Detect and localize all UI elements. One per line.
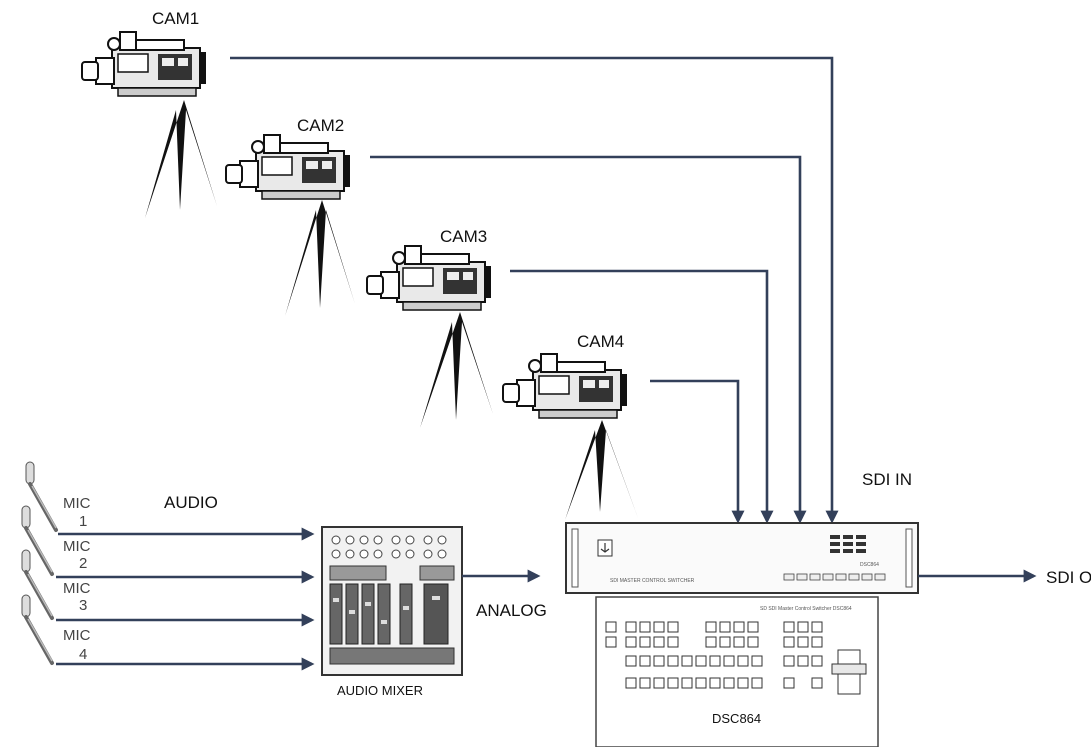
camera-video-wires	[230, 56, 839, 524]
camera-3: CAM3	[366, 227, 493, 428]
audio-label: AUDIO	[164, 493, 218, 512]
mic-number: 4	[79, 646, 87, 663]
switcher-front-text: SDI MASTER CONTROL SWITCHER	[610, 578, 695, 584]
camera-2: CAM2	[225, 116, 355, 316]
switcher-model-badge: DSC864	[860, 562, 879, 568]
mic-2: MIC 2	[20, 504, 315, 584]
camera-icon	[225, 134, 351, 200]
tripod-icon	[565, 420, 638, 520]
camera-icon	[502, 353, 628, 419]
camera-label: CAM1	[152, 9, 199, 28]
t-bar-handle	[831, 663, 867, 675]
camera-4: CAM4	[502, 332, 638, 520]
audio-mixer-label: AUDIO MIXER	[337, 683, 423, 698]
mic-label: MIC	[63, 495, 91, 512]
mic-3: MIC 3	[20, 548, 315, 627]
mic-number: 2	[79, 555, 87, 572]
camera-icon	[81, 31, 207, 97]
microphone-icon	[20, 593, 54, 665]
power-icon	[600, 543, 610, 553]
camera-label: CAM2	[297, 116, 344, 135]
cam1-wire	[230, 56, 839, 524]
switcher-control-panel: SD SDI Master Control Switcher DSC864 DS…	[595, 596, 879, 747]
mic-label: MIC	[63, 627, 91, 644]
sdi-in-label: SDI IN	[862, 470, 912, 489]
tripod-icon	[145, 100, 217, 218]
cam3-wire	[510, 269, 774, 524]
mic-number: 1	[79, 513, 87, 530]
camera-label: CAM3	[440, 227, 487, 246]
mic-4: MIC 4	[20, 593, 315, 671]
camera-1: CAM1	[81, 9, 217, 218]
control-panel-label: DSC864	[712, 711, 761, 726]
switcher-front	[565, 522, 919, 594]
tripod-icon	[285, 200, 355, 316]
sdi-master-switcher: SDI MASTER CONTROL SWITCHER DSC864	[565, 522, 919, 594]
mic-label: MIC	[63, 538, 91, 555]
analog-label: ANALOG	[476, 601, 547, 620]
control-panel-title: SD SDI Master Control Switcher DSC864	[760, 606, 852, 612]
mic-1: MIC 1	[24, 460, 315, 541]
mic-label: MIC	[63, 580, 91, 597]
audio-mixer: AUDIO MIXER	[321, 526, 463, 698]
mic-number: 3	[79, 597, 87, 614]
camera-label: CAM4	[577, 332, 624, 351]
cam2-wire	[370, 155, 807, 524]
sdi-out-label: SDI OUT	[1046, 568, 1091, 587]
camera-icon	[366, 245, 492, 311]
tripod-icon	[420, 312, 493, 428]
cam4-wire	[650, 379, 745, 524]
